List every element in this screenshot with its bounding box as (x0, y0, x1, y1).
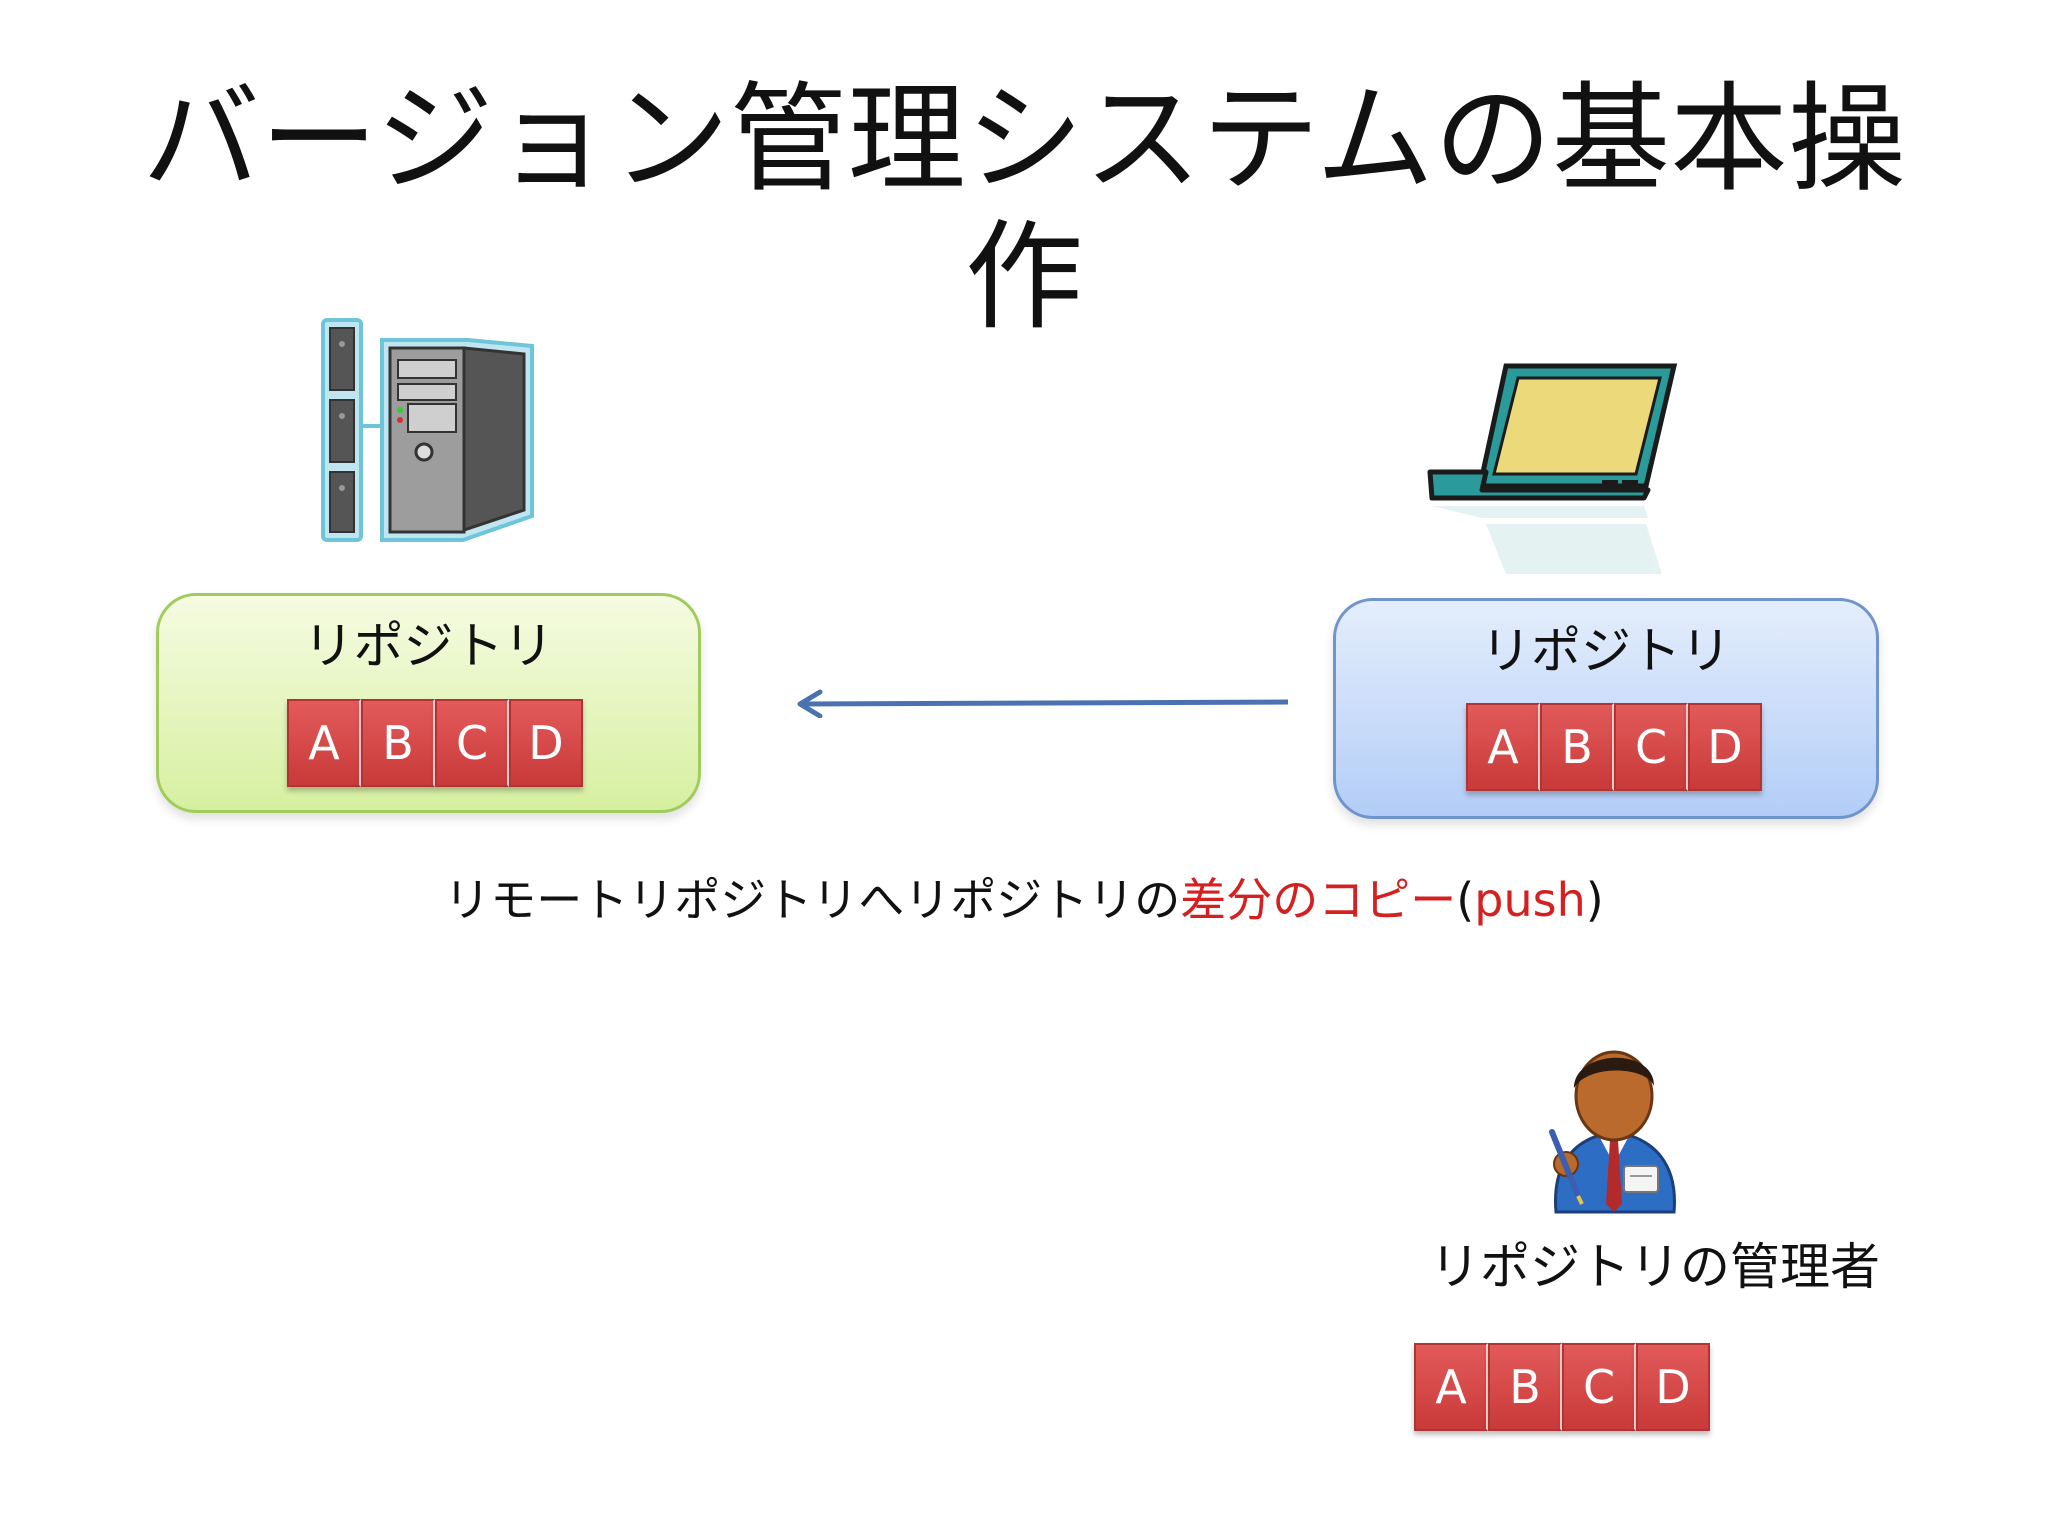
commit-block: D (1636, 1343, 1710, 1431)
commit-block: A (287, 699, 361, 787)
remote-commit-list: A B C D (287, 699, 583, 787)
commit-block: D (1688, 703, 1762, 791)
commit-block: A (1466, 703, 1540, 791)
caption-open-paren: ( (1456, 873, 1475, 927)
local-commit-list: A B C D (1466, 703, 1762, 791)
caption-action: push (1474, 873, 1586, 927)
commit-block: B (1540, 703, 1614, 791)
caption-close-paren: ) (1585, 873, 1604, 927)
caption-prefix: リモートリポジトリへリポジトリの (444, 873, 1181, 927)
user-icon (1549, 1050, 1676, 1214)
server-icon (321, 318, 534, 542)
page-title-line2: 作 (964, 208, 1083, 346)
remote-repository-label: リポジトリ (303, 617, 554, 675)
commit-block: B (1488, 1343, 1562, 1431)
push-arrow (797, 689, 1289, 718)
commit-block: C (1614, 703, 1688, 791)
remote-repository-box: リポジトリ A B C D (156, 593, 701, 813)
commit-block: B (361, 699, 435, 787)
local-repository-label: リポジトリ (1481, 622, 1731, 680)
caption-highlight: 差分のコピー (1180, 873, 1457, 927)
diagram-caption: リモートリポジトリへリポジトリの差分のコピー(push) (0, 868, 2048, 932)
admin-label: リポジトリの管理者 (1430, 1238, 1880, 1296)
page-title-line1: バージョン管理システムの基本操 (141, 70, 1907, 208)
page-title: バージョン管理システムの基本操 作 (0, 70, 2048, 346)
commit-block: A (1414, 1343, 1488, 1431)
local-repository-box: リポジトリ A B C D (1333, 598, 1879, 819)
laptop-icon (1427, 363, 1678, 574)
commit-block: C (435, 699, 509, 787)
admin-commit-list: A B C D (1414, 1343, 1710, 1431)
commit-block: C (1562, 1343, 1636, 1431)
commit-block: D (509, 699, 583, 787)
